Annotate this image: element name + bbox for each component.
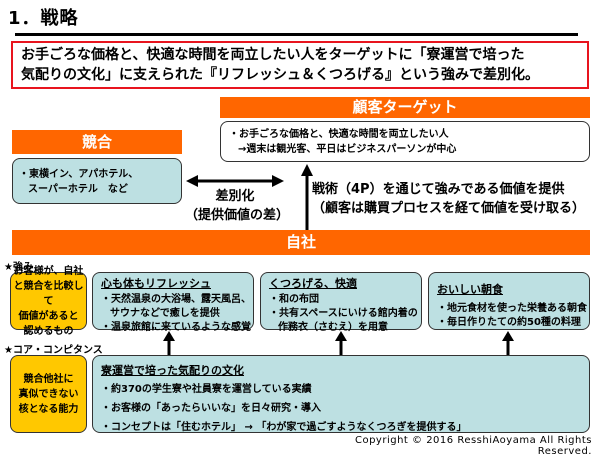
target-line-2: →週末は観光客、平日はビジネスパーソンが中心 [238,144,457,155]
strength-line: ・共有スペースにいける館内着の [269,308,418,319]
strength-line: ・天然温泉の大浴場、露天風呂、 [101,294,251,305]
core-definition-box: 競合他社に 真似できない 核となる能力 [10,355,87,433]
page-title: 1．戦略 [8,8,79,29]
copyright-notice: Copyright © 2016 ResshiAoyama All Rights… [354,435,592,457]
customer-target-box: ・お手ごろな価格と、快適な時間を両立したい人 →週末は観光客、平日はビジネスパー… [220,121,590,162]
core-line: ・コンセプトは「住むホテル」 → 「わが家で過ごすようなくつろぎを提供する」 [101,422,467,433]
headline-line-1: お手ごろな価格と、快適な時間を両立したい人をターゲットに「寮運営で培った [21,47,525,63]
differentiation-line-1: 差別化 [215,189,255,204]
strength-heading: 心も体もリフレッシュ [101,277,211,290]
core-def-line: 真似できない [18,388,79,400]
title-divider [15,33,578,36]
core-heading: 寮運営で培った気配りの文化 [101,364,244,377]
core-def-line: 競合他社に [23,373,74,385]
strength-line: サウナなどで癒しを提供 [110,308,220,319]
tactics-label: 戦術（4P）を通じて強みである価値を提供 （顧客は購買プロセスを経て価値を受け取… [312,180,585,218]
tactics-line-1: 戦術（4P）を通じて強みである価値を提供 [312,182,565,197]
self-company-header: 自社 [12,230,590,255]
target-line-1: ・お手ごろな価格と、快適な時間を両立したい人 [229,129,449,140]
strength-box-relax: くつろげる、快適 ・和の布団 ・共有スペースにいける館内着の 作務衣（さむえ）を… [260,272,422,333]
core-to-strength-arrow-1 [163,331,175,355]
strength-box-refresh: 心も体もリフレッシュ ・天然温泉の大浴場、露天風呂、 サウナなどで癒しを提供 ・… [92,272,254,333]
differentiation-double-arrow [186,175,284,187]
competitor-line-2: スーパーホテル など [28,184,128,195]
strengths-def-line: 認めるもの [23,325,74,337]
competitor-box: ・東横イン、アパホテル、 スーパーホテル など [12,158,182,204]
core-line: ・お客様の「あったらいいな」を日々研究・導入 [101,403,321,414]
strength-line: ・和の布団 [269,294,319,305]
core-line: ・約370の学生寮や社員寮を運営している実績 [101,384,312,395]
core-competence-box: 寮運営で培った気配りの文化 ・約370の学生寮や社員寮を運営している実績 ・お客… [92,355,590,433]
strength-line: ・地元食材を使った栄養ある朝食 [437,303,587,314]
strengths-definition-box: お客様が、自社 と競合を比較して 価値があると 認めるもの [10,266,87,337]
strengths-label: ★強み [4,262,33,273]
strength-line: 作務衣（さむえ）を用意 [278,322,388,333]
strengths-def-line: 価値があると [18,310,79,322]
strength-line: ・毎日作りたての約50種の料理 [437,317,581,328]
strength-heading: おいしい朝食 [437,283,503,296]
core-to-strength-arrow-2 [335,331,347,355]
tactics-line-2: （顧客は購買プロセスを経て価値を受け取る） [312,201,586,216]
headline-line-2: 気配りの文化」に支えられた『リフレッシュ＆くつろげる』という強みで差別化。 [21,67,539,83]
core-def-line: 核となる能力 [18,403,79,415]
core-competence-label: ★コア・コンピタンス [4,345,103,356]
tactics-up-arrow [301,164,313,230]
strength-heading: くつろげる、快適 [269,277,357,290]
core-to-strength-arrow-3 [502,331,514,355]
strengths-def-line: と競合を比較して [13,280,84,307]
competitor-line-1: ・東横イン、アパホテル、 [19,169,139,180]
differentiation-line-2: （提供価値の差） [185,208,290,223]
strengths-def-line: お客様が、自社 [13,265,84,277]
strength-box-breakfast: おいしい朝食 ・地元食材を使った栄養ある朝食 ・毎日作りたての約50種の料理 [428,272,590,330]
competitor-header: 競合 [12,130,182,154]
strategy-headline: お手ごろな価格と、快適な時間を両立したい人をターゲットに「寮運営で培った 気配り… [11,41,589,89]
strength-line: ・温泉旅館に来ているような感覚 [101,322,251,333]
customer-target-header: 顧客ターゲット [220,97,590,118]
differentiation-label: 差別化 （提供価値の差） [185,187,290,225]
